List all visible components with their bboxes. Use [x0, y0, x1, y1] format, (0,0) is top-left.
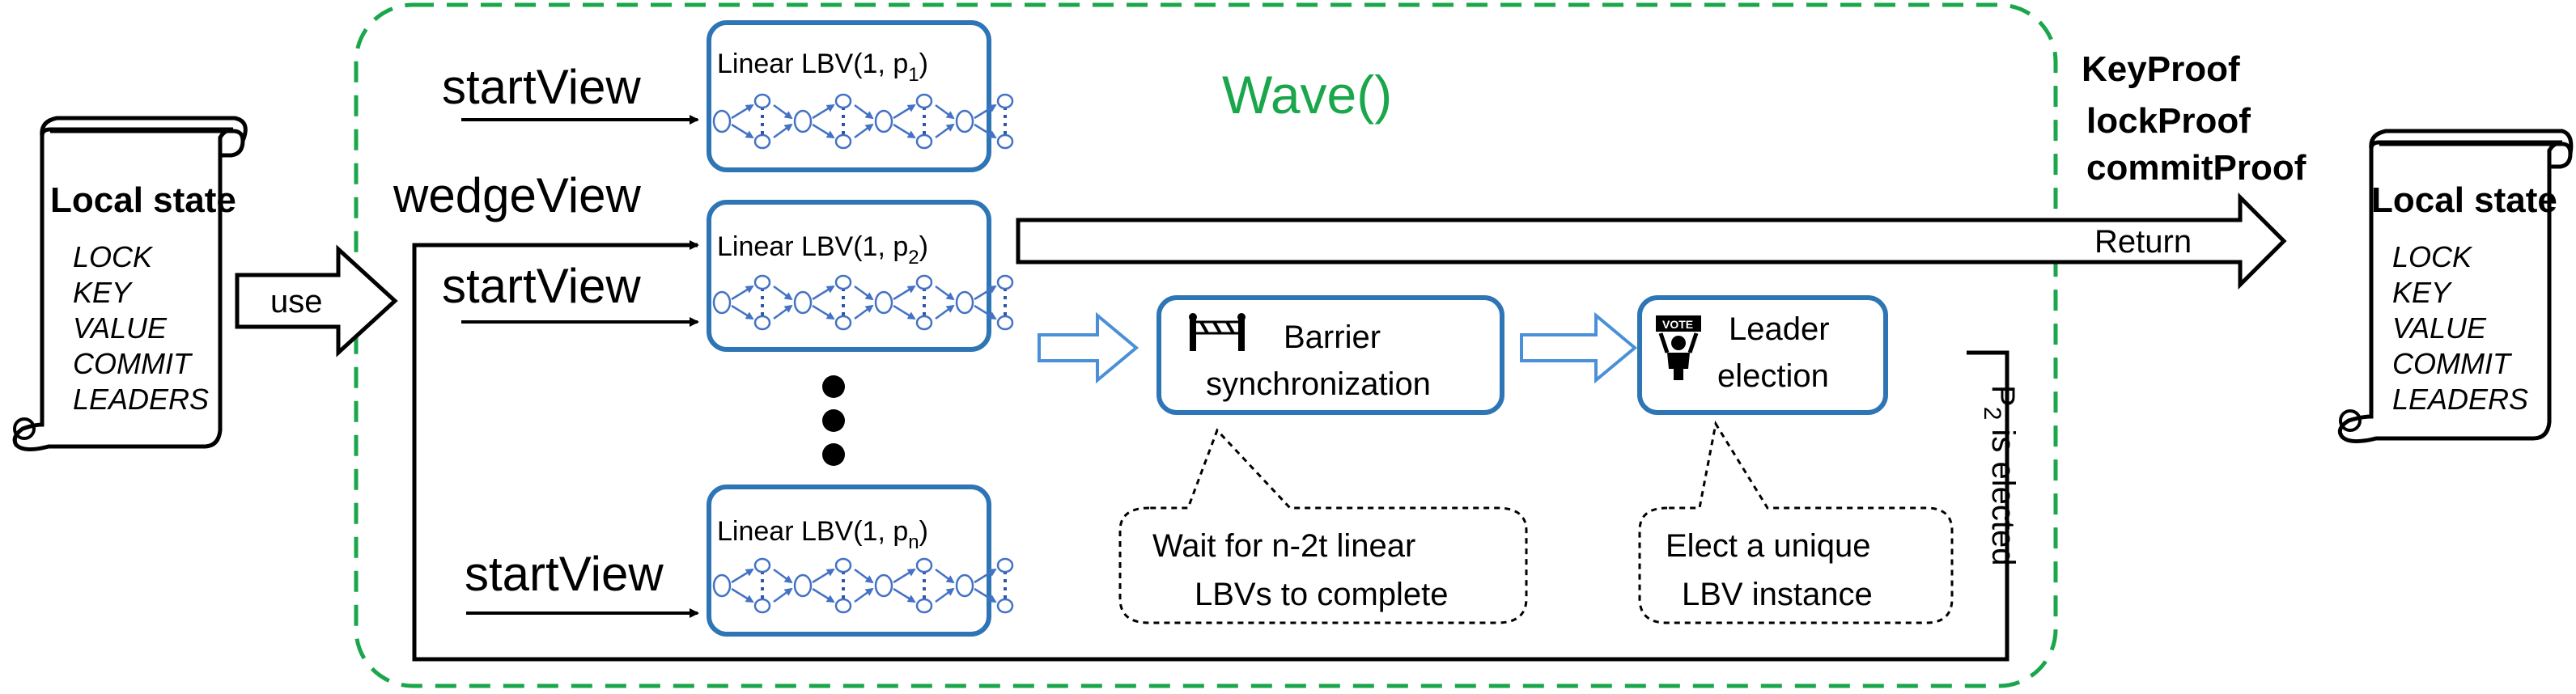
start-view-label: startView — [442, 60, 641, 114]
lbv-box-title: Linear LBV(1, p2) — [717, 231, 928, 269]
proof-label: commitProof — [2086, 148, 2307, 188]
proof-label: lockProof — [2086, 101, 2251, 141]
left-local-state-scroll: Local state LOCK KEY VALUE COMMIT LEADER… — [12, 116, 248, 451]
right-state-item: LOCK — [2392, 240, 2473, 273]
vote-icon-label: VOTE — [1662, 318, 1693, 331]
wedge-view-label: wedgeView — [393, 168, 641, 222]
right-state-item: VALUE — [2392, 311, 2487, 345]
leader-election-box: VOTE Leader election — [1637, 295, 1888, 415]
right-local-state-scroll: Local state LOCK KEY VALUE COMMIT LEADER… — [2337, 129, 2574, 443]
start-view-label: startView — [442, 259, 641, 313]
leader-line2: election — [1717, 358, 1829, 394]
use-label: use — [270, 284, 323, 319]
lbv-box-pn: Linear LBV(1, pn) — [707, 485, 1012, 637]
left-state-item: VALUE — [73, 311, 168, 345]
barrier-line1: Barrier — [1284, 319, 1381, 355]
flow-arrow-to-leader — [1520, 311, 1638, 384]
ellipsis-dot — [822, 375, 845, 398]
callout-leader: Elect a unique LBV instance — [1638, 420, 1954, 624]
flow-arrow-to-barrier — [1038, 311, 1139, 384]
right-state-title: Local state — [2371, 180, 2557, 220]
wave-container — [354, 2, 2058, 688]
callout-barrier-line2: LBVs to complete — [1195, 577, 1449, 612]
use-arrow: use — [235, 244, 398, 358]
return-label: Return — [2094, 224, 2192, 260]
callout-leader-line2: LBV instance — [1682, 577, 1873, 612]
lbv-box-title: Linear LBV(1, p1) — [717, 49, 928, 86]
left-state-item: LEADERS — [73, 383, 209, 416]
return-arrow: Return — [1016, 192, 2287, 290]
right-state-item: KEY — [2392, 276, 2453, 309]
lbv-box-p1: Linear LBV(1, p1) — [707, 20, 1012, 172]
right-state-item: COMMIT — [2392, 347, 2513, 380]
vote-icon: VOTE — [1656, 315, 1701, 380]
wave-title: Wave() — [1222, 65, 1392, 125]
left-state-title: Local state — [50, 180, 236, 220]
left-state-item: COMMIT — [73, 347, 193, 380]
leader-line1: Leader — [1729, 311, 1830, 347]
start-view-label: startView — [465, 547, 664, 601]
right-state-item: LEADERS — [2392, 383, 2528, 416]
barrier-line2: synchronization — [1206, 366, 1431, 402]
lbv-box-p2: Linear LBV(1, p2) — [707, 200, 1012, 352]
callout-barrier: Wait for n-2t linear LBVs to complete — [1118, 428, 1528, 624]
barrier-sync-box: Barrier synchronization — [1156, 295, 1504, 415]
left-state-item: LOCK — [73, 240, 154, 273]
wedge-loop-line — [412, 240, 2009, 662]
proof-label: KeyProof — [2082, 49, 2240, 89]
ellipsis-dot — [822, 409, 845, 432]
callout-barrier-line1: Wait for n-2t linear — [1152, 528, 1415, 564]
lbv-box-title: Linear LBV(1, pn) — [717, 516, 928, 553]
elected-label: P2 is elected — [1979, 385, 2021, 565]
left-state-item: KEY — [73, 276, 134, 309]
barrier-icon — [1189, 313, 1246, 351]
ellipsis-dot — [822, 443, 845, 466]
callout-leader-line1: Elect a unique — [1666, 528, 1871, 564]
